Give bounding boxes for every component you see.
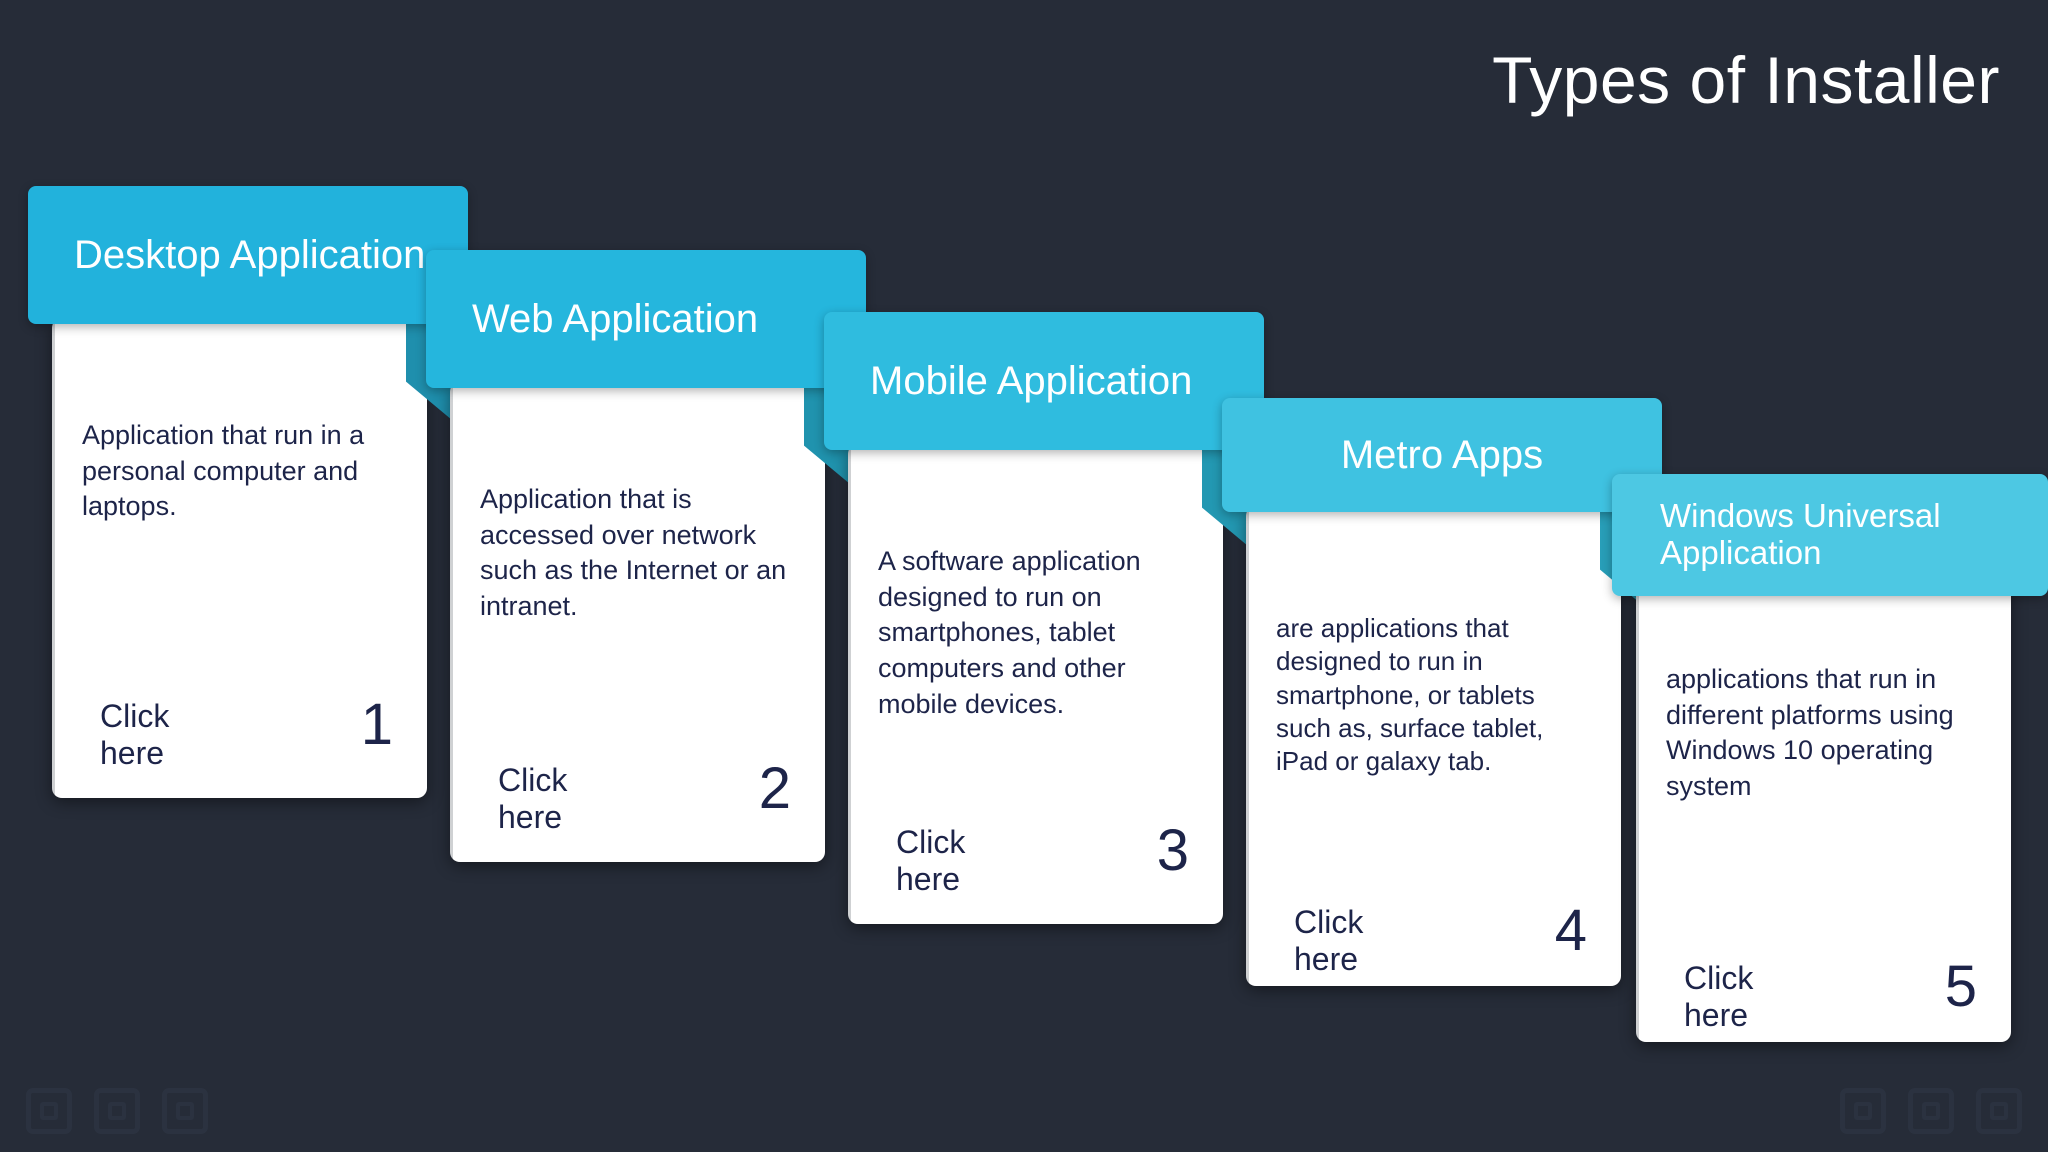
bottom-left-decoration xyxy=(26,1088,208,1134)
placeholder-icon xyxy=(94,1088,140,1134)
card-description: Application that is accessed over networ… xyxy=(480,484,787,621)
card-number: 5 xyxy=(1944,954,1977,1019)
card-banner[interactable]: Web Application xyxy=(426,250,866,388)
placeholder-icon xyxy=(1840,1088,1886,1134)
card-heading: Desktop Application xyxy=(74,232,426,277)
card-heading: Mobile Application xyxy=(870,358,1193,403)
card-number: 1 xyxy=(360,692,393,757)
card-heading: Metro Apps xyxy=(1340,432,1544,477)
placeholder-icon xyxy=(1976,1088,2022,1134)
card-footer: Click here 5 xyxy=(1684,954,1977,1034)
page-title: Types of Installer xyxy=(1492,43,2000,117)
click-here-link[interactable]: Click here xyxy=(896,824,966,897)
card-body[interactable]: applications that run in different platf… xyxy=(1636,562,2011,1042)
card-heading: Web Application xyxy=(472,296,759,341)
card-footer: Click here 4 xyxy=(1294,898,1587,978)
card-heading: Windows Universal Application xyxy=(1660,497,1941,571)
card-description: Application that run in a personal compu… xyxy=(82,420,365,522)
card-body[interactable]: Application that is accessed over networ… xyxy=(450,382,825,862)
placeholder-icon xyxy=(1908,1088,1954,1134)
card-body[interactable]: A software application designed to run o… xyxy=(848,444,1223,924)
click-here-link[interactable]: Click here xyxy=(498,762,568,835)
click-here-link[interactable]: Click here xyxy=(1684,960,1754,1033)
card-footer: Click here 3 xyxy=(896,818,1189,898)
card-banner[interactable]: Windows Universal Application xyxy=(1612,474,2048,596)
card-number: 4 xyxy=(1554,898,1587,963)
card-footer: Click here 2 xyxy=(498,756,791,836)
card-body[interactable]: are applications that designed to run in… xyxy=(1246,506,1621,986)
card-banner[interactable]: Desktop Application xyxy=(28,186,468,324)
card-banner[interactable]: Metro Apps xyxy=(1222,398,1662,512)
click-here-link[interactable]: Click here xyxy=(1294,904,1364,977)
card-footer: Click here 1 xyxy=(100,692,393,772)
card-number: 2 xyxy=(758,756,791,821)
card-number: 3 xyxy=(1156,818,1189,883)
card-description: A software application designed to run o… xyxy=(878,546,1141,719)
click-here-link[interactable]: Click here xyxy=(100,698,170,771)
placeholder-icon xyxy=(26,1088,72,1134)
card-description: applications that run in different platf… xyxy=(1666,664,1954,801)
bottom-right-decoration xyxy=(1840,1088,2022,1134)
card-description: are applications that designed to run in… xyxy=(1276,613,1544,777)
card-banner[interactable]: Mobile Application xyxy=(824,312,1264,450)
card-body[interactable]: Application that run in a personal compu… xyxy=(52,318,427,798)
placeholder-icon xyxy=(162,1088,208,1134)
